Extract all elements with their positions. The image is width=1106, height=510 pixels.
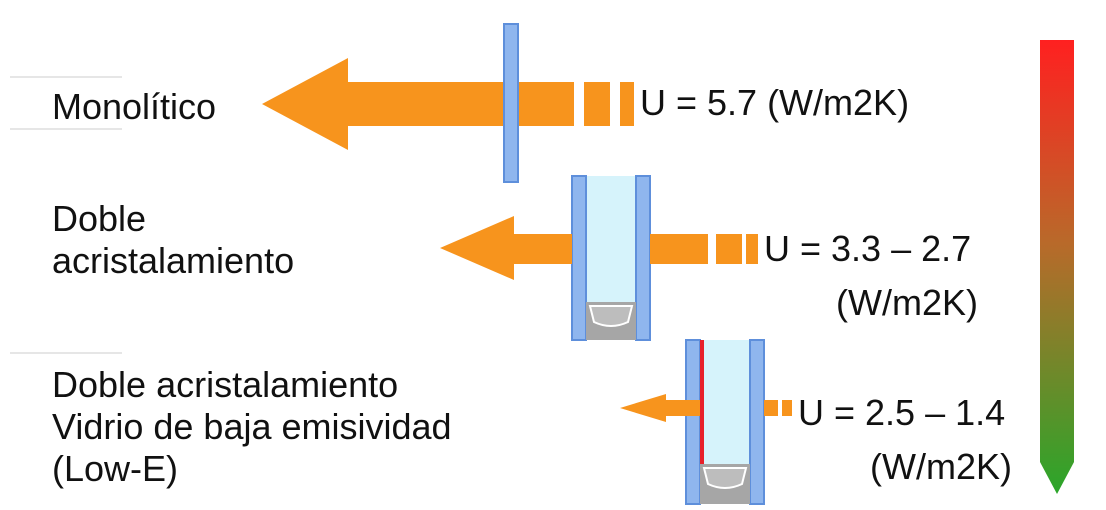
lowe-coating (700, 340, 704, 464)
u-value-double-glazing: U = 3.3 – 2.7 (764, 228, 971, 270)
lowe-glazing-unit (685, 339, 765, 505)
label-line: Doble acristalamiento (52, 364, 399, 405)
u-value-text: U = 2.5 – 1.4 (798, 392, 1006, 433)
u-unit-text: (W/m2K) (870, 446, 1012, 487)
label-line: Vidrio de baja emisividad (52, 406, 452, 447)
arrow-monolithic (262, 58, 634, 150)
slide-edge-mid (10, 128, 122, 130)
double-glazing-unit (571, 175, 651, 341)
label-line: Doble (52, 198, 147, 239)
u-value-monolithic: U = 5.7 (W/m2K) (640, 82, 909, 124)
slide-edge-top (10, 76, 122, 78)
single-glass-pane (503, 23, 519, 183)
label-line: acristalamiento (52, 240, 295, 281)
u-unit-lowe: (W/m2K) (870, 446, 1012, 488)
label-line: (Low-E) (52, 448, 179, 489)
u-unit-text: (W/m2K) (836, 282, 978, 323)
u-unit-double-glazing: (W/m2K) (836, 282, 978, 324)
arrow-double-glazing (440, 216, 758, 280)
u-value-text: U = 5.7 (W/m2K) (640, 82, 910, 123)
label-lowe-glazing: Doble acristalamiento Vidrio de baja emi… (52, 364, 452, 490)
label-double-glazing: Doble acristalamiento (52, 198, 294, 282)
performance-scale-arrow (1040, 40, 1074, 494)
label-line: Monolítico (52, 86, 217, 127)
label-monolithic: Monolítico (52, 86, 216, 128)
arrow-lowe (620, 394, 792, 422)
slide-edge-low (10, 352, 122, 354)
u-value-text: U = 3.3 – 2.7 (764, 228, 972, 269)
u-value-lowe: U = 2.5 – 1.4 (798, 392, 1005, 434)
